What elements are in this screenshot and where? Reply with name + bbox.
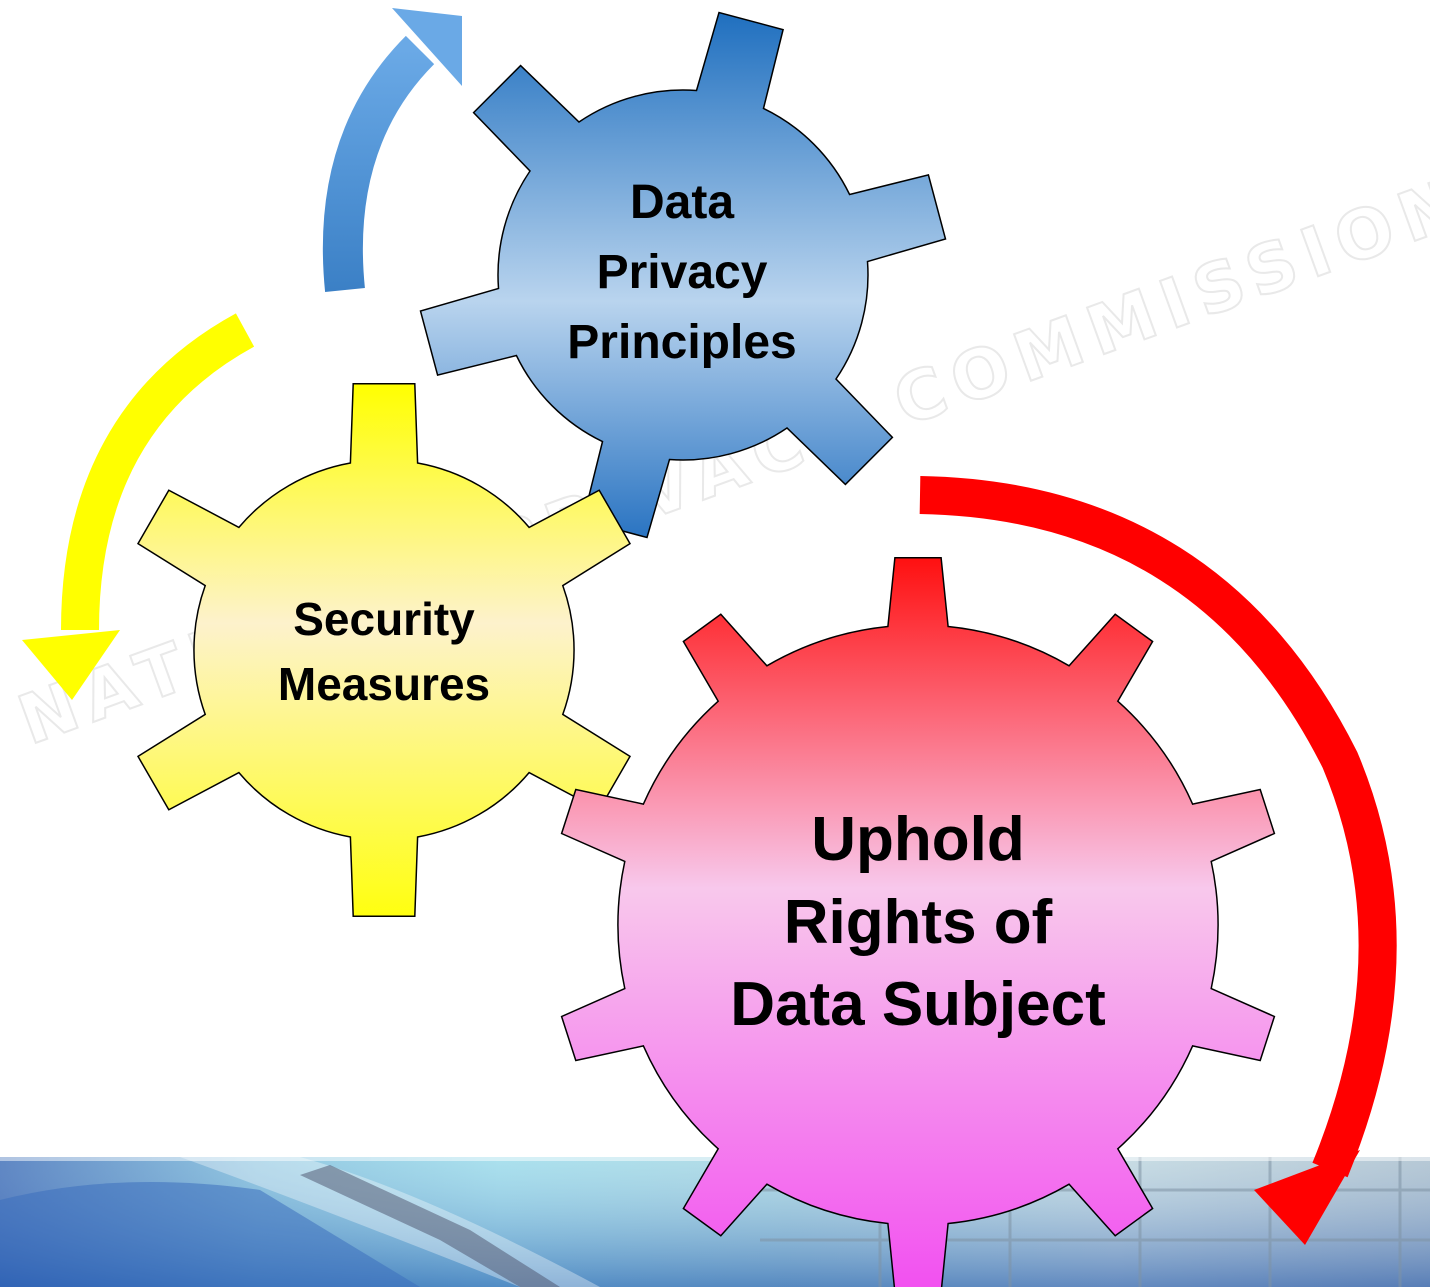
rights-line-3: Data Subject bbox=[730, 970, 1106, 1039]
blue-cycle-arrow bbox=[322, 8, 462, 292]
gear-uphold-rights bbox=[560, 556, 1276, 1287]
label-security-measures: Security Measures bbox=[278, 593, 490, 710]
gear-data-privacy-principles bbox=[419, 11, 947, 539]
security-line-2: Measures bbox=[278, 658, 490, 710]
principles-line-1: Data bbox=[630, 176, 734, 229]
rights-line-2: Rights of bbox=[784, 888, 1053, 957]
label-uphold-rights: Uphold Rights of Data Subject bbox=[730, 805, 1106, 1039]
principles-line-2: Privacy bbox=[597, 246, 768, 299]
rights-line-1: Uphold bbox=[811, 805, 1025, 874]
security-line-1: Security bbox=[293, 593, 475, 645]
gear-security-measures bbox=[136, 383, 632, 917]
principles-line-3: Principles bbox=[567, 316, 796, 369]
red-cycle-arrow bbox=[919, 476, 1397, 1245]
yellow-cycle-arrow bbox=[22, 313, 255, 700]
label-data-privacy-principles: Data Privacy Principles bbox=[567, 176, 796, 369]
